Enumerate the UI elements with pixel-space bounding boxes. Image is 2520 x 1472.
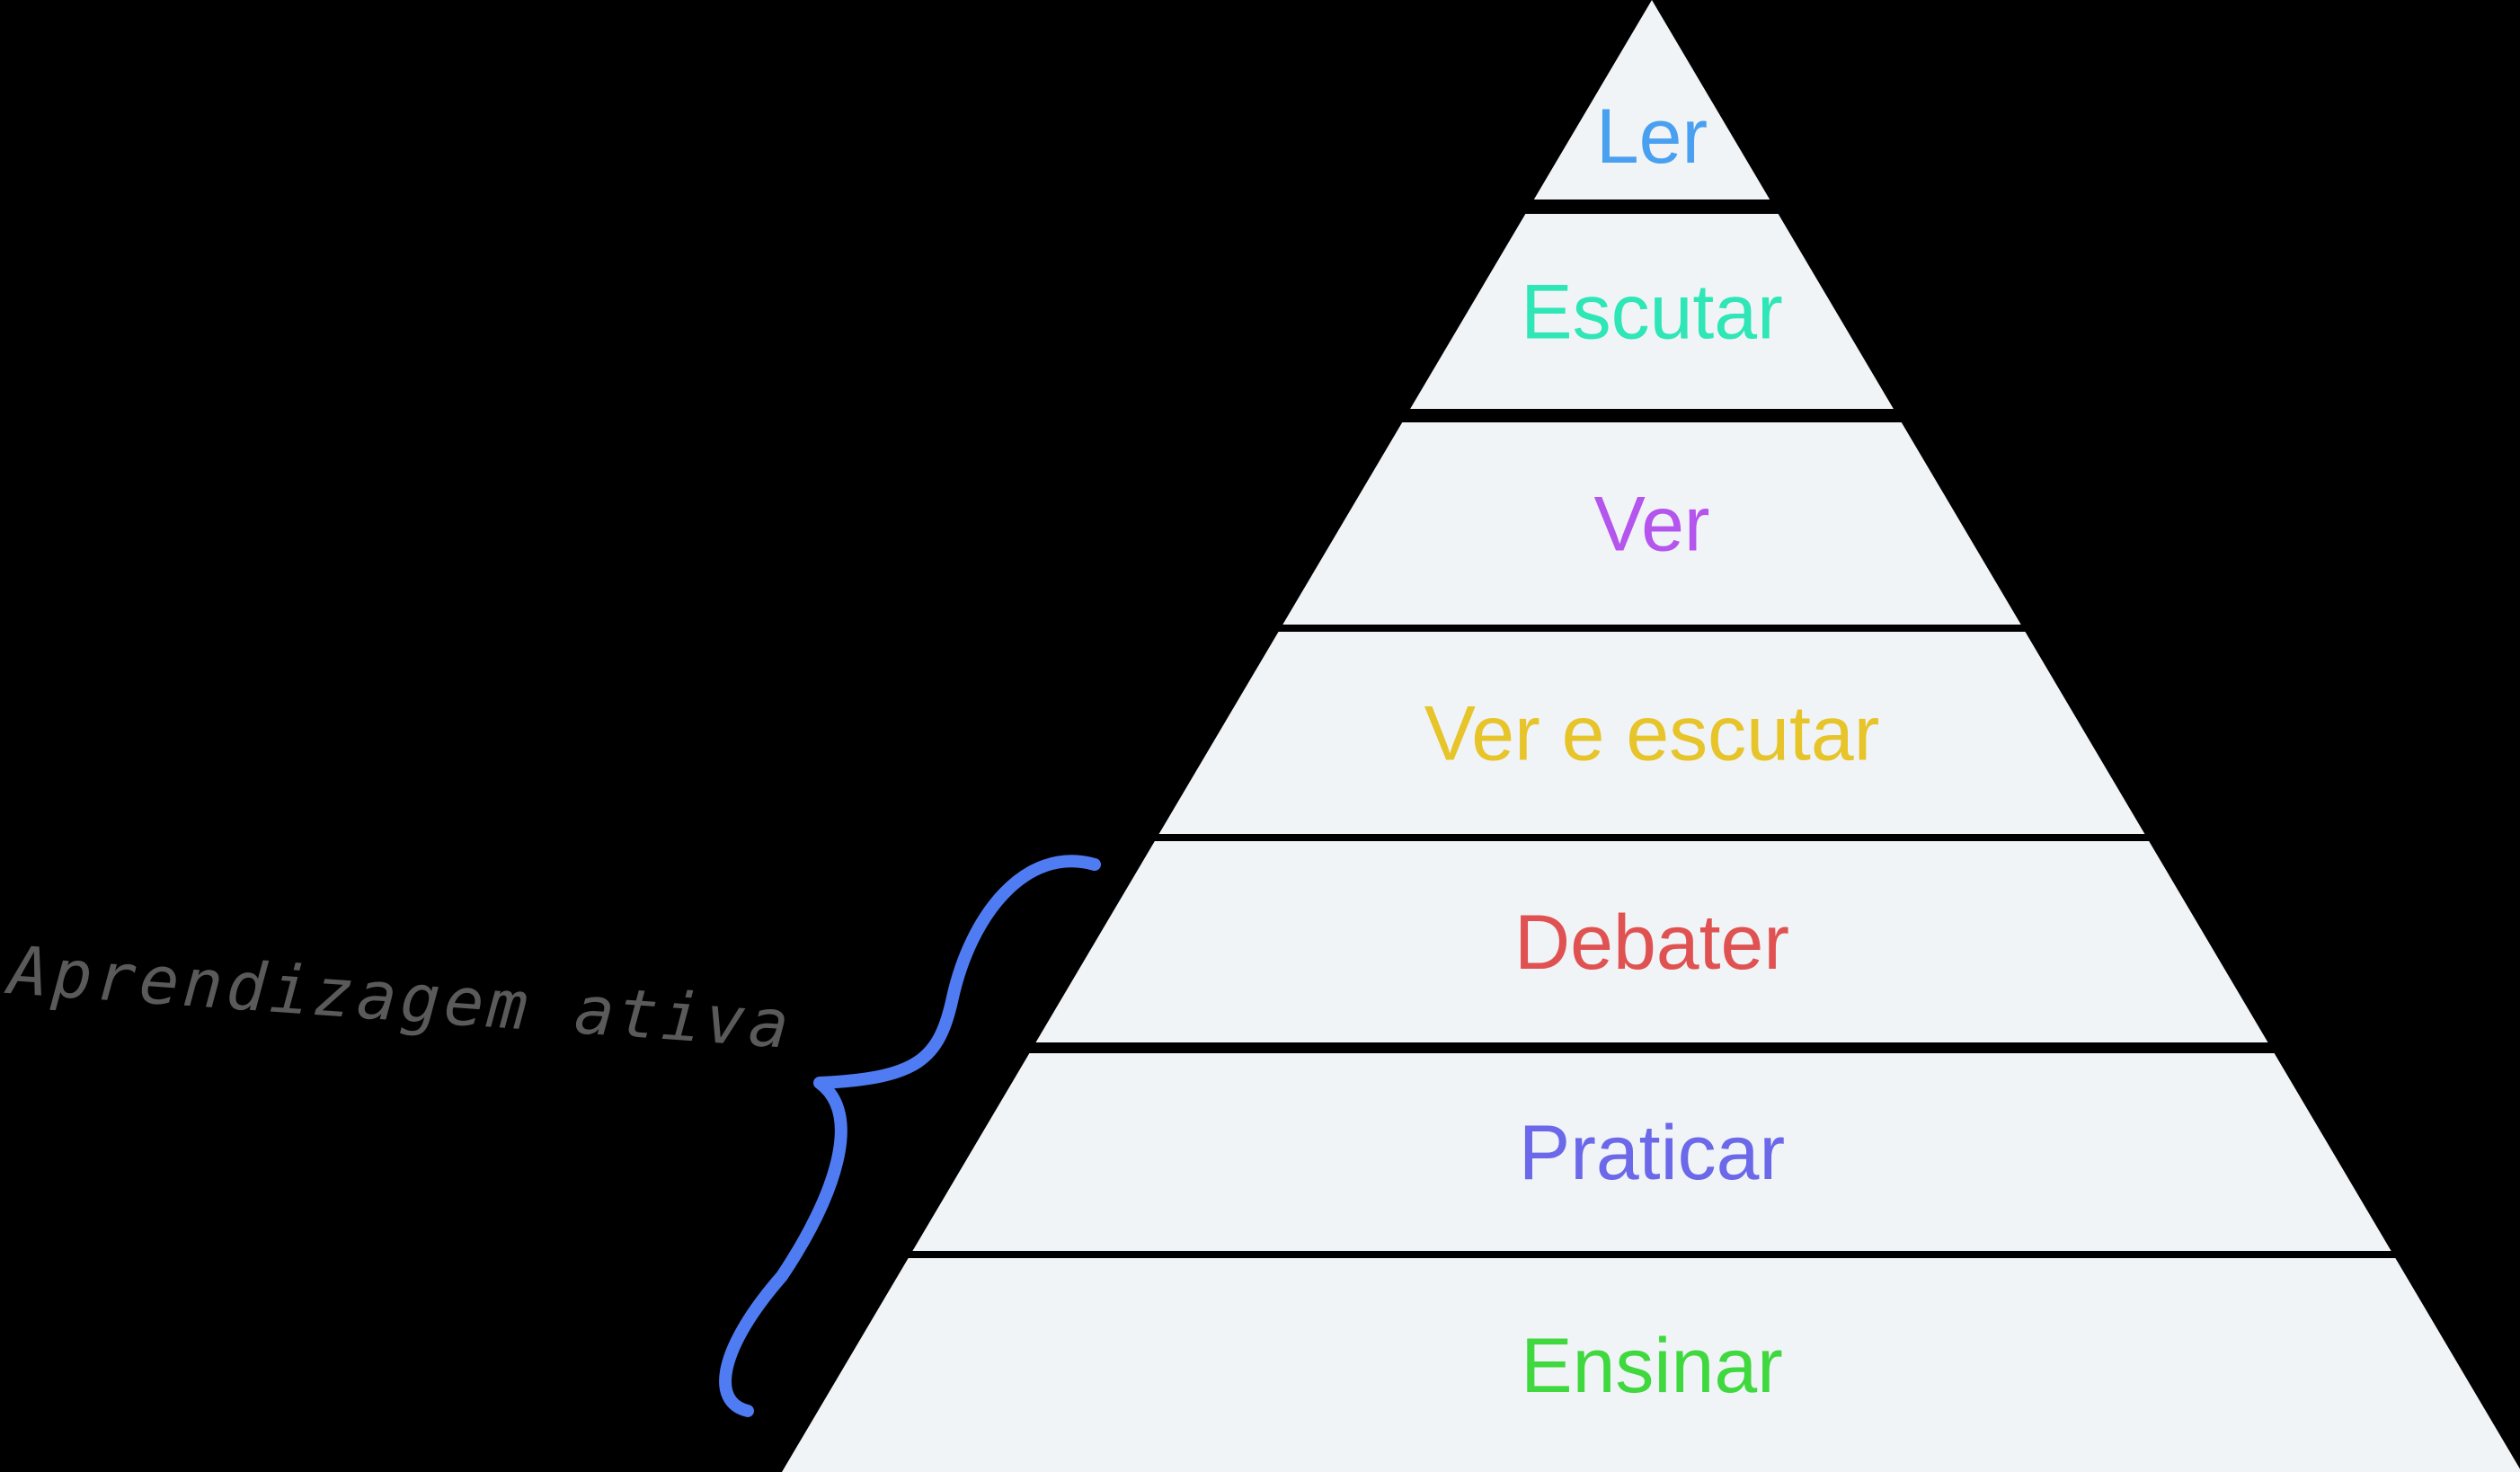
pyramid-tiers — [782, 0, 2520, 1472]
pyramid-tier-ver — [1282, 422, 2021, 625]
pyramid-tier-praticar — [912, 1053, 2391, 1251]
tier-label-praticar: Praticar — [1519, 1110, 1785, 1196]
pyramid-tier-debater — [1035, 841, 2268, 1042]
tier-label-ler: Ler — [1596, 93, 1708, 180]
annotation-brace — [719, 855, 1101, 1417]
pyramid-tier-escutar — [1410, 214, 1894, 409]
pyramid-tier-ler — [1533, 0, 1770, 200]
tier-label-ver-e-escutar: Ver e escutar — [1424, 691, 1880, 777]
tier-label-ensinar: Ensinar — [1521, 1323, 1783, 1409]
pyramid-tier-ver-e-escutar — [1158, 632, 2145, 834]
pyramid-tier-ensinar — [782, 1258, 2520, 1472]
tier-label-debater: Debater — [1514, 900, 1789, 986]
tier-label-escutar: Escutar — [1521, 270, 1783, 356]
tier-label-ver: Ver — [1593, 482, 1709, 568]
